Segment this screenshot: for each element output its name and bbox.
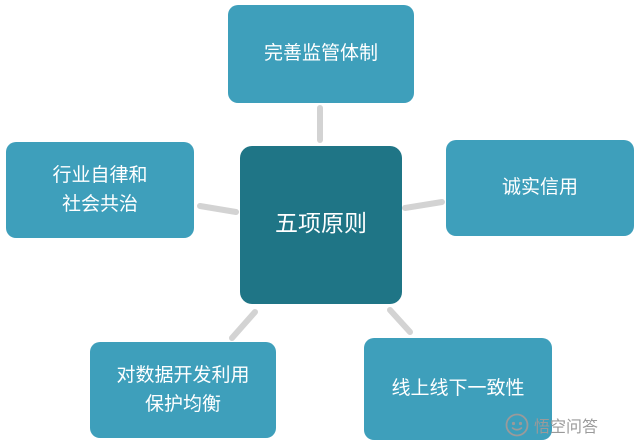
node-data-balance-label: 对数据开发利用 保护均衡 [116, 363, 250, 415]
node-self-discipline-label: 行业自律和 社会共治 [52, 163, 148, 215]
wukong-logo-icon [505, 413, 529, 437]
connector-right [402, 199, 445, 211]
node-data-balance: 对数据开发利用 保护均衡 [90, 342, 276, 438]
watermark: 悟空问答 [505, 413, 598, 437]
node-self-discipline: 行业自律和 社会共治 [6, 142, 194, 238]
node-improve-regulation-label: 完善监管体制 [263, 42, 378, 65]
node-five-principles-label: 五项原则 [275, 211, 367, 238]
node-honesty-label: 诚实信用 [501, 176, 578, 199]
node-online-offline-label: 线上线下一致性 [391, 377, 525, 400]
connector-bottom-left [229, 309, 258, 341]
node-five-principles: 五项原则 [240, 146, 402, 304]
connector-left [197, 203, 239, 215]
node-honesty: 诚实信用 [446, 140, 634, 236]
connector-bottom-right [387, 307, 413, 335]
watermark-text: 悟空问答 [534, 417, 599, 436]
node-improve-regulation: 完善监管体制 [228, 5, 414, 103]
